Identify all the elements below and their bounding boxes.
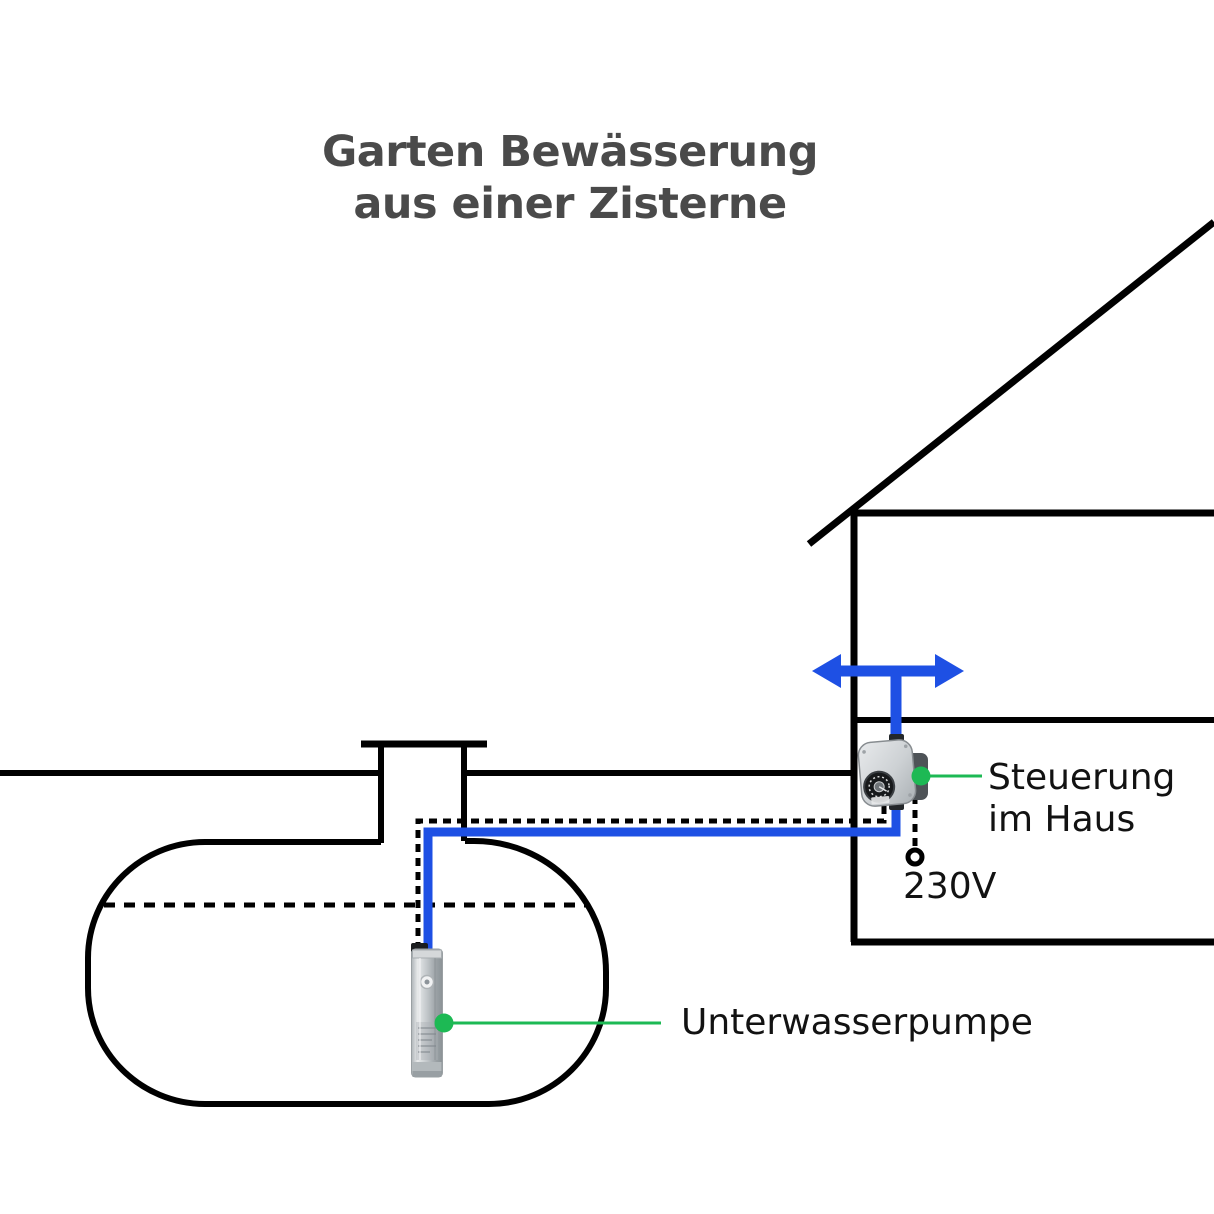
pump-label: Unterwasserpumpe xyxy=(681,1002,1033,1043)
title-line-2: aus einer Zisterne xyxy=(353,179,787,229)
tank-outline xyxy=(85,838,609,1107)
controller-callout xyxy=(911,766,982,786)
pump-power-cable xyxy=(415,804,887,950)
controller-dial xyxy=(863,770,896,805)
suction-supply-pipe xyxy=(423,805,901,952)
submersible-pump xyxy=(411,943,443,1078)
diagram-title: Garten Bewässerung aus einer Zisterne xyxy=(170,126,970,230)
plug-icon xyxy=(905,847,925,867)
house-outline xyxy=(806,219,1214,946)
pressure-controller xyxy=(857,734,928,810)
voltage-label: 230V xyxy=(903,866,997,907)
controller-label: Steuerung im Haus xyxy=(988,757,1176,840)
callout-dot xyxy=(911,766,931,786)
water-pipe xyxy=(423,666,902,952)
manhole-neck xyxy=(361,740,487,843)
title-line-1: Garten Bewässerung xyxy=(321,127,819,177)
callout-dot xyxy=(434,1013,454,1033)
arrow-left-icon xyxy=(812,654,841,688)
power-plug-230v xyxy=(905,796,925,867)
roof-line xyxy=(806,219,1214,547)
cistern-tank xyxy=(85,740,609,1107)
pump-spec-label xyxy=(416,1022,438,1060)
pump-callout xyxy=(434,1013,661,1033)
flow-direction-arrows xyxy=(812,654,964,688)
arrow-right-icon xyxy=(935,654,964,688)
